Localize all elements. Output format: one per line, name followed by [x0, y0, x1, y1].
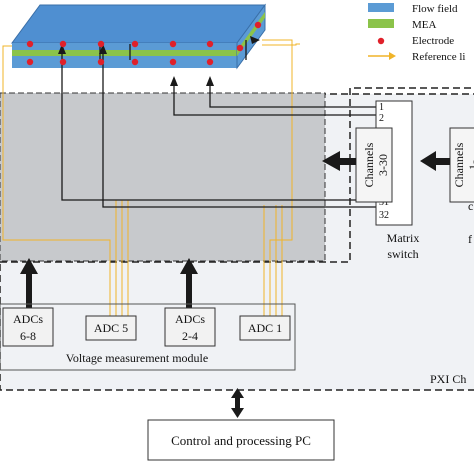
voltage-module-label: Voltage measurement module	[66, 351, 208, 365]
legend-flow-field-label: Flow field	[412, 3, 458, 15]
channels-b-range: 1-	[466, 160, 474, 170]
adc-2-4-line2: 2-4	[182, 329, 198, 343]
control-pc-box	[147, 419, 335, 461]
processing-block	[0, 92, 326, 262]
edge-glyph-f: f	[468, 232, 472, 246]
electrode	[131, 40, 139, 48]
electrodes	[26, 21, 262, 66]
legend-electrode-label: Electrode	[412, 35, 454, 47]
matrix-input-32: 32	[379, 210, 389, 221]
flow-field-front-top	[12, 43, 237, 50]
electrode	[97, 40, 105, 48]
adc-5-label: ADC 5	[94, 321, 128, 335]
legend-mea-label: MEA	[412, 19, 437, 31]
channels-b-label: Channels	[452, 142, 466, 187]
control-pc-label: Control and processing PC	[171, 433, 311, 448]
matrix-title-line2: switch	[387, 247, 418, 261]
matrix-title-line1: Matrix	[387, 231, 420, 245]
block-arrows	[20, 151, 450, 312]
electrode	[97, 58, 105, 66]
voltage-module-box	[0, 303, 296, 371]
adc-box-1	[239, 315, 291, 341]
matrix-input-1: 1	[379, 102, 384, 113]
electrode	[206, 40, 214, 48]
electrode	[131, 58, 139, 66]
flow-field-front-bottom	[12, 56, 237, 68]
pc-link-arrow	[231, 388, 244, 418]
reference-lines	[2, 39, 300, 316]
channels-a-range: 3-30	[376, 154, 390, 176]
fuel-cell-stack	[11, 3, 266, 70]
channels-a-label: Channels	[362, 142, 376, 187]
channels-box-b	[449, 127, 474, 203]
flow-field-top	[11, 4, 266, 44]
electrode	[206, 58, 214, 66]
legend-reference-arrow	[389, 52, 396, 60]
electrode	[59, 58, 67, 66]
electrode	[26, 58, 34, 66]
electrode	[169, 58, 177, 66]
legend-flow-field-swatch	[368, 3, 394, 12]
channels-box-a	[355, 127, 393, 203]
adc-box-5	[85, 315, 137, 341]
electrode	[254, 21, 262, 29]
adc-6-8-line1: ADCs	[13, 312, 43, 326]
adc-box-2-4	[164, 307, 216, 347]
pxi-inner-boundary	[0, 87, 474, 263]
adc-2-4-line1: ADCs	[175, 312, 205, 326]
legend-mea-swatch	[368, 19, 394, 28]
adc-6-8-line2: 6-8	[20, 329, 36, 343]
electrode	[59, 40, 67, 48]
legend-reference-label: Reference li	[412, 51, 465, 63]
adc-1-label: ADC 1	[248, 321, 282, 335]
legend: Flow field MEA Electrode Reference li	[368, 3, 465, 63]
wire-arrowheads	[58, 36, 260, 86]
electrode	[169, 40, 177, 48]
adc-box-6-8	[2, 307, 54, 347]
matrix-input-2: 2	[379, 113, 384, 124]
electrode	[26, 40, 34, 48]
legend-electrode-dot	[377, 37, 385, 45]
signal-wires	[61, 40, 376, 208]
pxi-label: PXI Ch	[430, 372, 466, 386]
edge-glyph-c: c	[468, 199, 473, 213]
electrode	[236, 44, 244, 52]
mea-front	[12, 50, 237, 56]
